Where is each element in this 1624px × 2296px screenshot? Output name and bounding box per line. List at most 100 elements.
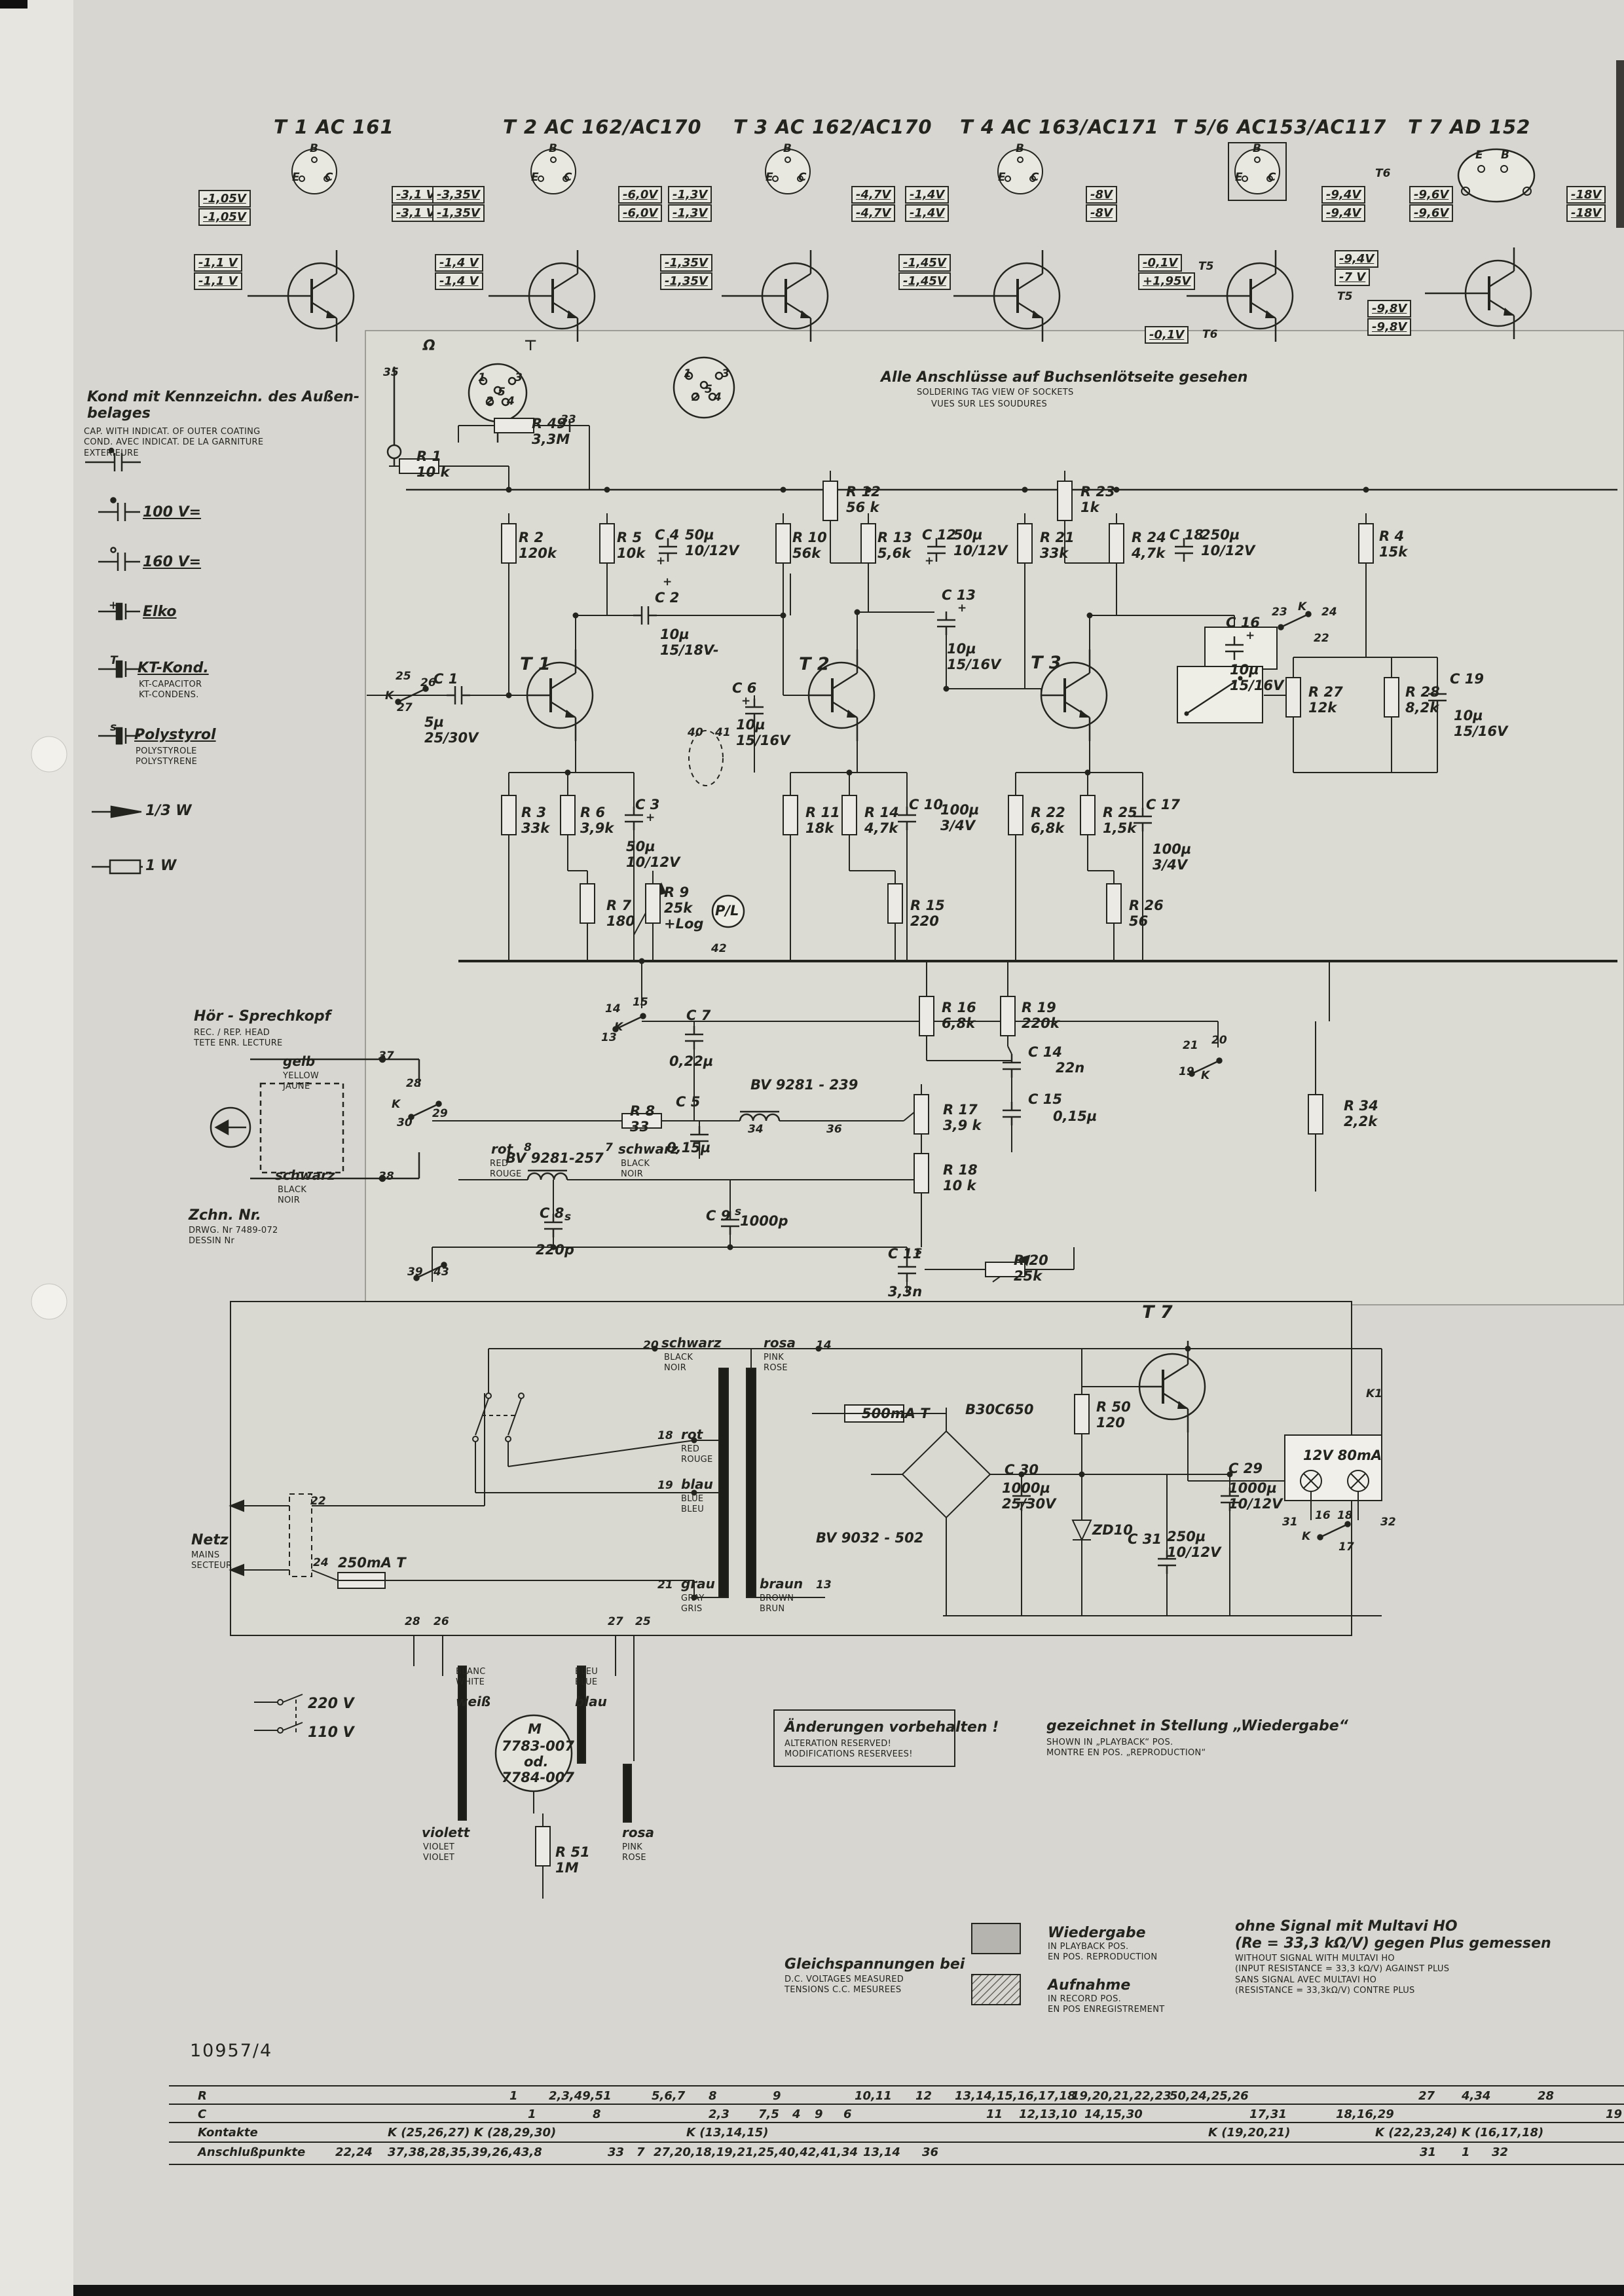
label-0-22: 0,22µ	[669, 1053, 714, 1069]
label-1-1-v: -1,1 V	[194, 254, 242, 272]
label-gelb: gelb	[283, 1053, 316, 1069]
power-section	[229, 1339, 1382, 1899]
label-0-15: 0,15µ	[667, 1140, 711, 1156]
label-c-29: C 29	[1228, 1461, 1263, 1476]
label-100: 100µ 3/4V	[1153, 841, 1192, 873]
label-220p: 220p	[536, 1242, 574, 1258]
label-r-6: R 6 3,9k	[580, 805, 614, 836]
label-38: 38	[378, 1170, 394, 1183]
mains-label: Netz	[191, 1532, 229, 1548]
head-heading: Hör - Sprechkopf	[194, 1008, 331, 1025]
label-1-3-w: 1/3 W	[145, 803, 192, 819]
label-9-4v: -9,4V	[1335, 250, 1379, 268]
motor-letter: M	[528, 1721, 542, 1737]
label-: +	[663, 575, 673, 589]
table-cell: 12	[915, 2089, 932, 2103]
paper-margin	[0, 0, 73, 2296]
label-: +	[656, 555, 666, 568]
label-b: B	[1253, 142, 1261, 155]
label-t5: T5	[1198, 260, 1214, 273]
playback-swatch	[971, 1923, 1021, 1954]
table-cell: K (25,26,27) K (28,29,30)	[388, 2126, 557, 2140]
label-4-7v: -4,7V	[851, 204, 896, 222]
din-sockets	[386, 356, 735, 466]
label-42: 42	[711, 942, 727, 955]
label-36: 36	[826, 1123, 842, 1136]
label-c-8: C 8	[540, 1205, 564, 1221]
label-od: od.	[524, 1754, 549, 1770]
label-schwarz: schwarz	[275, 1167, 335, 1183]
label-bv-9281-257: BV 9281-257	[506, 1150, 604, 1166]
label-black: BLACK NOIR	[621, 1159, 650, 1180]
label-1000: 1000µ 25/30V	[1002, 1480, 1056, 1512]
label-26: 26	[420, 676, 436, 689]
label-19: 19	[657, 1479, 673, 1492]
label-grau: grau	[681, 1576, 715, 1592]
label-black: BLACK NOIR	[664, 1353, 693, 1374]
table-cell: 17,31	[1249, 2107, 1287, 2121]
table-cell: 28	[1538, 2089, 1555, 2103]
label-22: 22	[1314, 632, 1329, 645]
label-41: 41	[715, 726, 731, 739]
lamps-label: 12V 80mA	[1303, 1448, 1382, 1463]
alteration-note-box	[773, 1709, 955, 1767]
label-1-3v: -1,3V	[668, 204, 712, 222]
table-cell: 5,6,7	[652, 2089, 686, 2103]
label-shown-in-playback-pos: SHOWN IN „PLAYBACK“ POS. MONTRE EN POS. …	[1046, 1738, 1206, 1758]
label-b: B	[1501, 149, 1509, 162]
label-110-v: 110 V	[308, 1724, 354, 1741]
label-: +	[1246, 629, 1255, 642]
label-160-v: 160 V=	[143, 554, 202, 570]
label-c: C	[1268, 171, 1276, 184]
label-violet: VIOLET VIOLET	[423, 1842, 455, 1863]
label-100: 100µ 3/4V	[940, 802, 980, 833]
label-re-33-3-k-v-gegen-plus-gemesse: (Re = 33,3 kΩ/V) gegen Plus gemessen	[1235, 1935, 1551, 1952]
table-cell: 9	[773, 2089, 781, 2103]
label-k: K	[614, 1021, 623, 1034]
legend-heading: Kond mit Kennzeichn. des Außen- belages	[87, 389, 360, 422]
components-layer	[388, 418, 1448, 1283]
label-r-7: R 7 180	[606, 898, 635, 929]
label-bv-9032-502: BV 9032 - 502	[816, 1530, 924, 1546]
label-c: C	[325, 171, 333, 184]
label-drwg-nr-7489-072: DRWG. Nr 7489-072 DESSIN Nr	[189, 1226, 278, 1247]
table-cell: 2,3	[709, 2107, 729, 2121]
table-cell: 4	[792, 2107, 801, 2121]
label-4: 4	[507, 395, 515, 408]
table-cell: 1	[528, 2107, 536, 2121]
label-c-31: C 31	[1128, 1531, 1162, 1547]
label-18v: -18V	[1566, 186, 1606, 204]
table-cell: 33	[608, 2145, 625, 2159]
label-r-3: R 3 33k	[521, 805, 550, 836]
label-schwarz: schwarz	[618, 1141, 678, 1157]
table-cell: K (13,14,15)	[686, 2126, 769, 2140]
table-cell: 7	[637, 2145, 645, 2159]
label-1-05v: -1,05V	[198, 208, 251, 226]
label-0-15: 0,15µ	[1053, 1108, 1098, 1124]
table-cell: 13,14,15,16,17,18	[955, 2089, 1076, 2103]
table-cell: 19,20,21,22,23	[1071, 2089, 1172, 2103]
label-27: 27	[608, 1615, 623, 1628]
label-43: 43	[434, 1266, 449, 1279]
label-35: 35	[383, 366, 399, 379]
table-cell: 27,20,18,19,21,25,40,42,41,34	[654, 2145, 858, 2159]
label-5: 5	[498, 386, 506, 399]
label-: +	[957, 602, 967, 615]
label-black: BLACK NOIR	[278, 1185, 307, 1206]
label-b: B	[310, 142, 318, 155]
label-c: C	[798, 171, 807, 184]
legend-symbols	[85, 447, 143, 875]
table-cell: 2,3,49,51	[549, 2089, 612, 2103]
dc-voltages-note: Gleichspannungen bei	[784, 1956, 965, 1973]
label-e: E	[531, 171, 539, 184]
label-yellow: YELLOW JAUNE	[283, 1071, 320, 1092]
label-r-51: R 51 1M	[555, 1844, 590, 1876]
label-b: B	[1016, 142, 1024, 155]
label-r-4: R 4 15k	[1379, 528, 1408, 560]
table-cell: K (22,23,24) K (16,17,18)	[1375, 2126, 1544, 2140]
label-braun: braun	[760, 1576, 803, 1592]
label-14: 14	[605, 1002, 621, 1015]
label-18: 18	[1337, 1509, 1353, 1522]
